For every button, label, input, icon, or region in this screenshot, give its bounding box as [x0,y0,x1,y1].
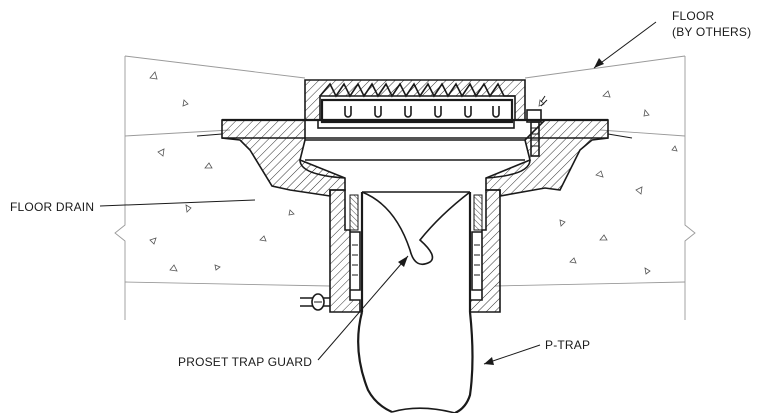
callout-p-trap: P-TRAP [545,338,590,352]
drain-outlet [300,189,501,313]
leader-lines [99,21,657,365]
callout-floor: FLOOR [672,9,714,23]
concrete-floor-slab [114,55,696,320]
callout-trap-guard: PROSET TRAP GUARD [178,355,312,369]
p-trap-pipe [357,192,474,413]
floor-drain-body [196,118,633,197]
trap-guard [361,191,471,266]
callout-floor-drain: FLOOR DRAIN [10,200,94,214]
strainer-grate [304,79,548,157]
callouts: FLOOR (BY OTHERS) FLOOR DRAIN PROSET TRA… [10,9,751,369]
callout-floor-by-others: (BY OTHERS) [672,25,751,39]
